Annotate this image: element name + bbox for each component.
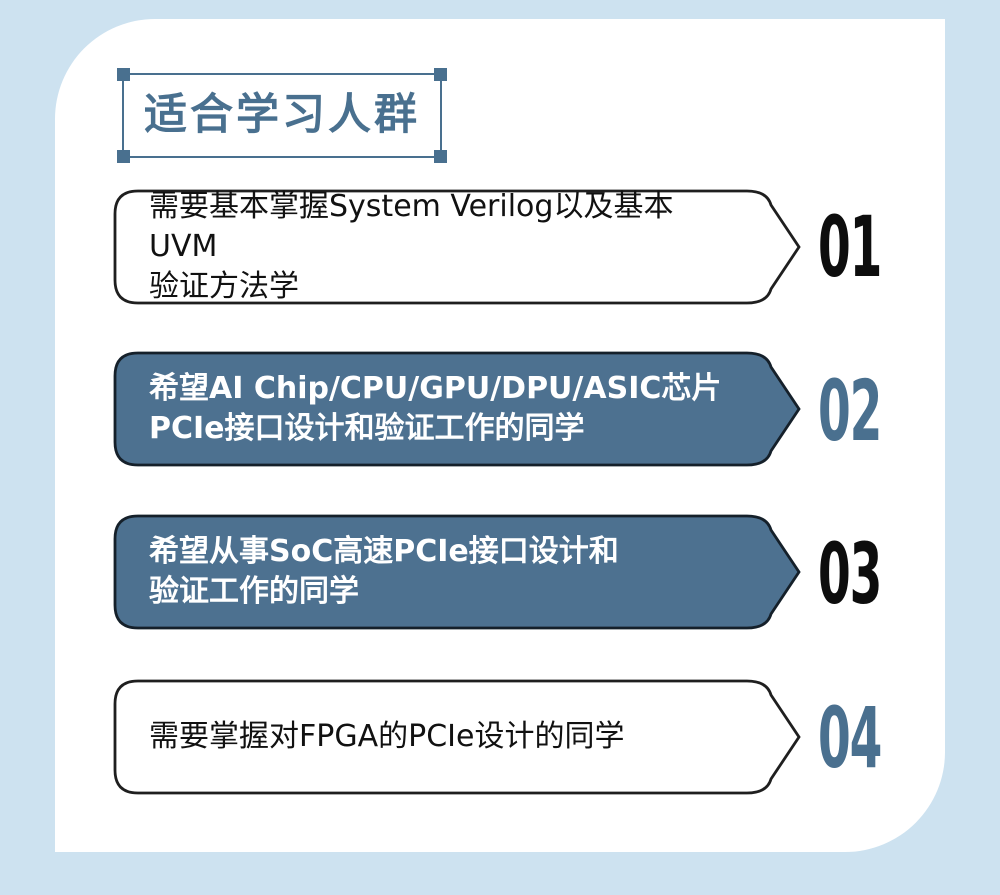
section-title-box: 适合学习人群	[117, 68, 447, 163]
callout-bubble	[113, 351, 801, 467]
item-text: 希望AI Chip/CPU/GPU/DPU/ASIC芯片 PCIe接口设计和验证…	[149, 350, 723, 468]
callout-bubble-shape	[113, 189, 801, 305]
title-corner-handle	[434, 68, 447, 81]
callout-bubble-shape	[113, 514, 801, 630]
callout-bubble-shape	[113, 679, 801, 795]
item-text-line: PCIe接口设计和验证工作的同学	[149, 411, 585, 446]
item-number-2: 02	[818, 362, 882, 460]
item-text-line: 希望从事SoC高速PCIe接口设计和	[149, 534, 619, 569]
callout-bubble	[113, 679, 801, 795]
item-number-3: 03	[818, 525, 882, 623]
callout-bubble-shape	[113, 351, 801, 467]
item-text-line: 需要掌握对FPGA的PCIe设计的同学	[149, 719, 625, 754]
page-title: 适合学习人群	[144, 90, 420, 140]
title-corner-handle	[434, 150, 447, 163]
audience-item-3: 希望从事SoC高速PCIe接口设计和 验证工作的同学	[111, 513, 803, 631]
audience-item-4: 需要掌握对FPGA的PCIe设计的同学	[111, 678, 803, 796]
item-text: 需要掌握对FPGA的PCIe设计的同学	[149, 678, 723, 796]
callout-bubble	[113, 514, 801, 630]
item-text-line: 验证方法学	[149, 269, 299, 304]
item-text-line: 需要基本掌握System Verilog以及基本UVM	[149, 189, 674, 264]
item-number-4: 04	[818, 689, 882, 787]
item-text: 希望从事SoC高速PCIe接口设计和 验证工作的同学	[149, 513, 723, 631]
callout-bubble	[113, 189, 801, 305]
item-text-line: 希望AI Chip/CPU/GPU/DPU/ASIC芯片	[149, 371, 722, 406]
audience-item-1: 需要基本掌握System Verilog以及基本UVM 验证方法学	[111, 188, 803, 306]
title-corner-handle	[117, 68, 130, 81]
item-number-1: 01	[818, 198, 882, 296]
item-text-line: 验证工作的同学	[149, 574, 359, 609]
item-text: 需要基本掌握System Verilog以及基本UVM 验证方法学	[149, 188, 723, 306]
audience-item-2: 希望AI Chip/CPU/GPU/DPU/ASIC芯片 PCIe接口设计和验证…	[111, 350, 803, 468]
title-corner-handle	[117, 150, 130, 163]
